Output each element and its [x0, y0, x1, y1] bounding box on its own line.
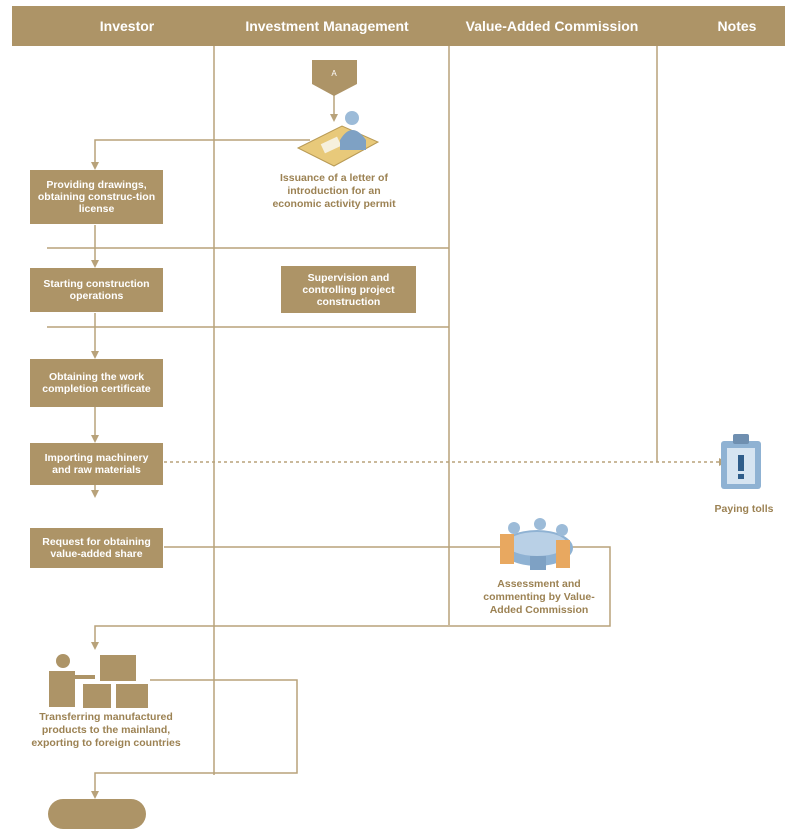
- header-investment-management: Investment Management: [245, 18, 409, 34]
- end-terminator: [48, 799, 146, 829]
- assessment-label: Assessment and commenting by Value-Added…: [483, 578, 595, 616]
- swimlane-header: Investor Investment Management Value-Add…: [12, 6, 785, 46]
- step-request-value-added: Request for obtaining value-added share: [30, 528, 163, 568]
- connector-a-label: A: [331, 69, 337, 78]
- step-importing: Importing machinery and raw materials: [30, 443, 163, 485]
- issuance-label: Issuance of a letter of introduction for…: [272, 172, 396, 210]
- paying-tolls-label: Paying tolls: [714, 503, 774, 515]
- person-boxes-icon: [49, 654, 148, 708]
- desk-worker-icon: [296, 111, 380, 167]
- connector-a-shape: [312, 60, 357, 96]
- header-value-added-commission: Value-Added Commission: [465, 18, 639, 34]
- header-investor: Investor: [99, 18, 155, 34]
- header-notes: Notes: [717, 18, 757, 34]
- step-drawings: Providing drawings, obtaining construc-t…: [30, 170, 163, 224]
- step-starting-construction: Starting construction operations: [30, 268, 163, 312]
- step-completion-certificate: Obtaining the work completion certificat…: [30, 359, 163, 407]
- clipboard-icon: [721, 434, 761, 489]
- step-supervision: Supervision and controlling project cons…: [281, 266, 416, 313]
- meeting-icon: [500, 518, 573, 570]
- transfer-label: Transferring manufactured products to th…: [31, 711, 181, 749]
